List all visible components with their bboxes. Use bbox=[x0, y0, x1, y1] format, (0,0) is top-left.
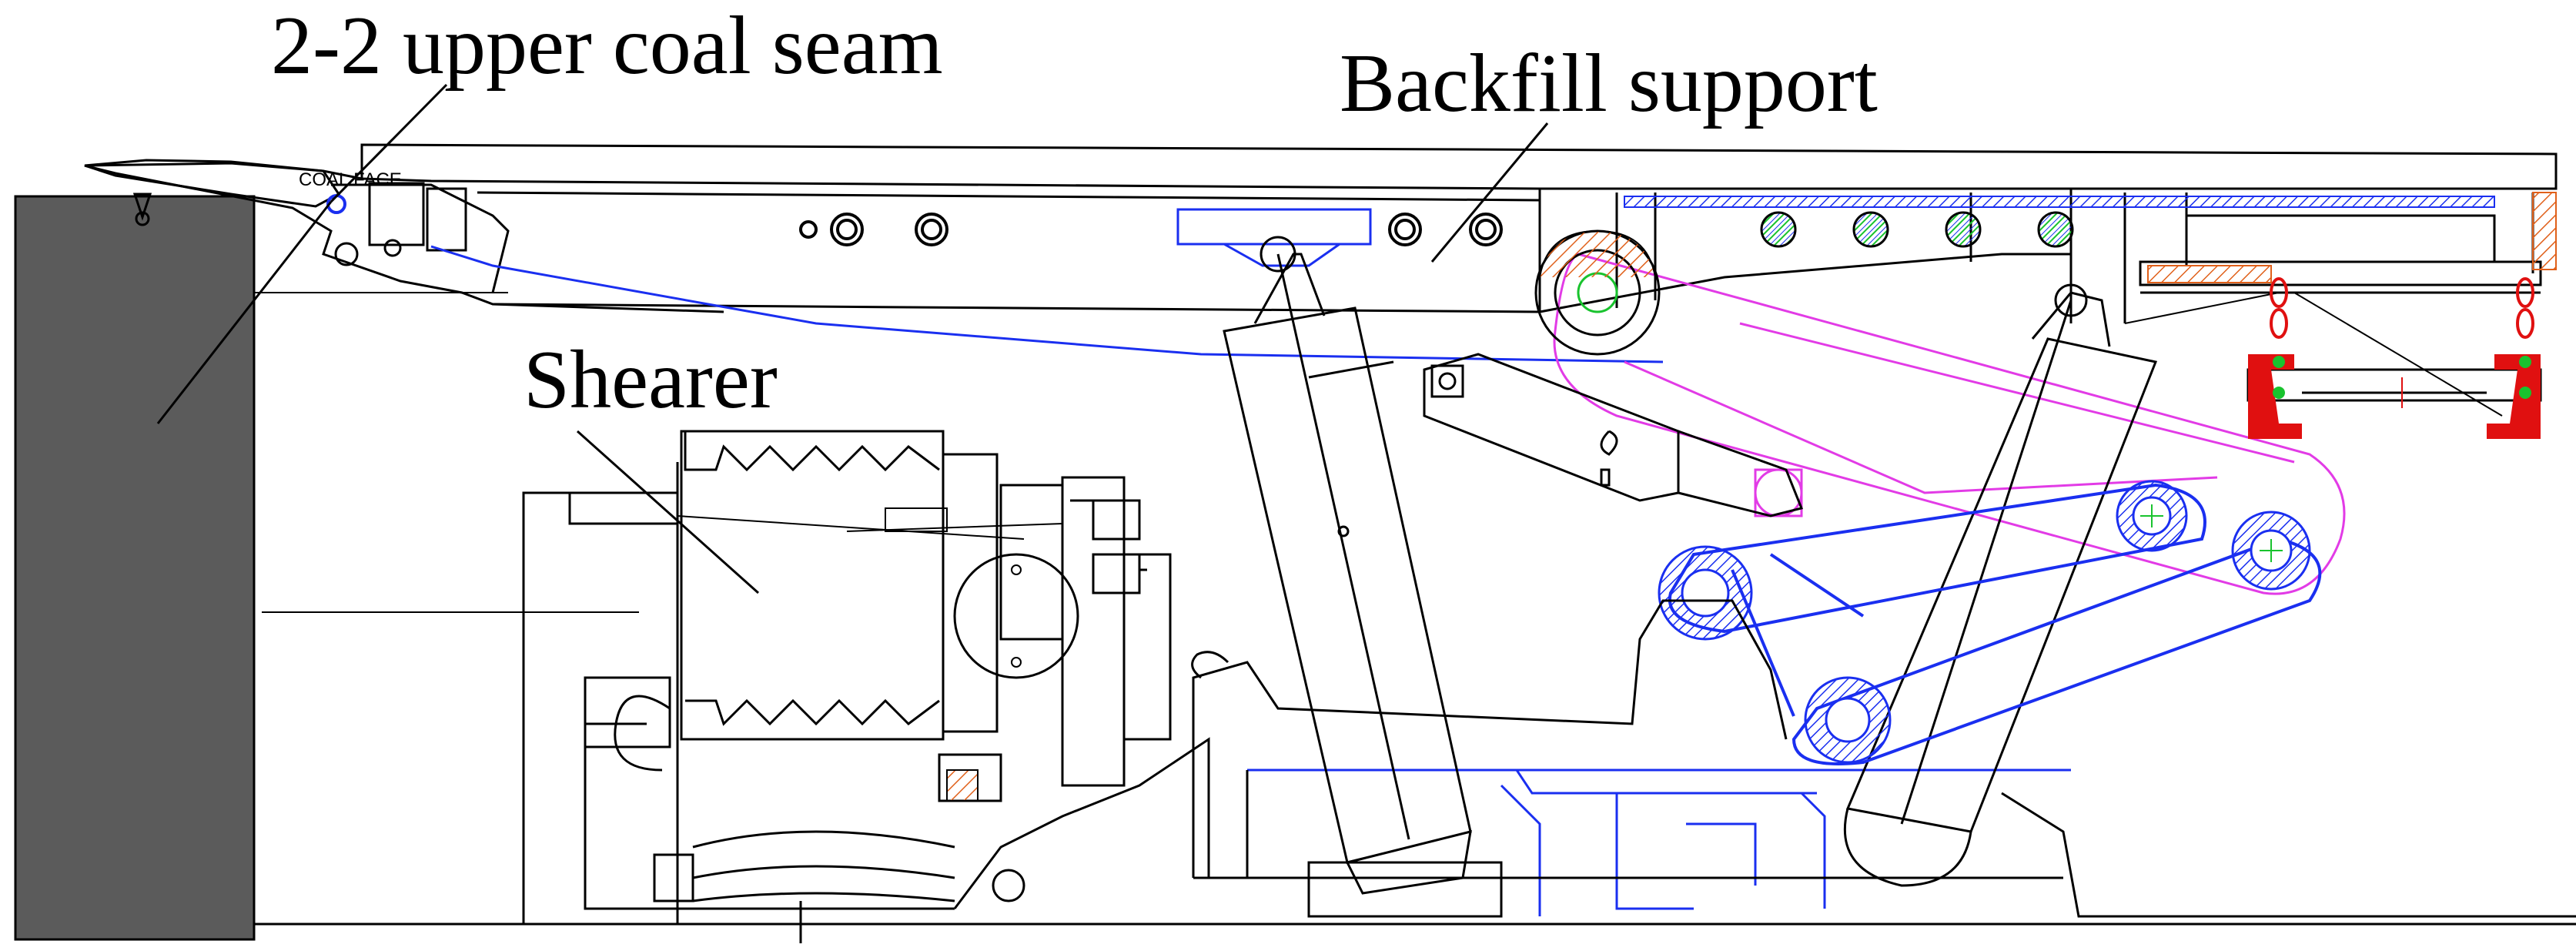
callout-leader-lines bbox=[156, 83, 1549, 594]
canopy-pin-holes bbox=[799, 213, 1503, 246]
coal-face-tag: COAL FACE bbox=[299, 169, 402, 190]
conveyor-chain bbox=[2124, 277, 2542, 439]
four-bar-linkage bbox=[1668, 483, 2322, 765]
shearer-drum bbox=[677, 507, 1063, 668]
leg-cylinder-right bbox=[1843, 283, 2158, 887]
shearer-body bbox=[522, 430, 1210, 943]
coal-seam-wall bbox=[14, 195, 256, 941]
leg-cylinder-left bbox=[1223, 236, 1472, 895]
shearer-label: Shearer bbox=[524, 334, 778, 426]
backfill-support-label: Backfill support bbox=[1340, 38, 1878, 129]
support-base bbox=[1191, 599, 2576, 918]
support-canopy bbox=[84, 143, 2558, 323]
coal-seam-label: 2-2 upper coal seam bbox=[271, 0, 943, 92]
guide-link-magenta bbox=[1553, 253, 2346, 595]
balance-cylinder bbox=[1423, 353, 1804, 517]
